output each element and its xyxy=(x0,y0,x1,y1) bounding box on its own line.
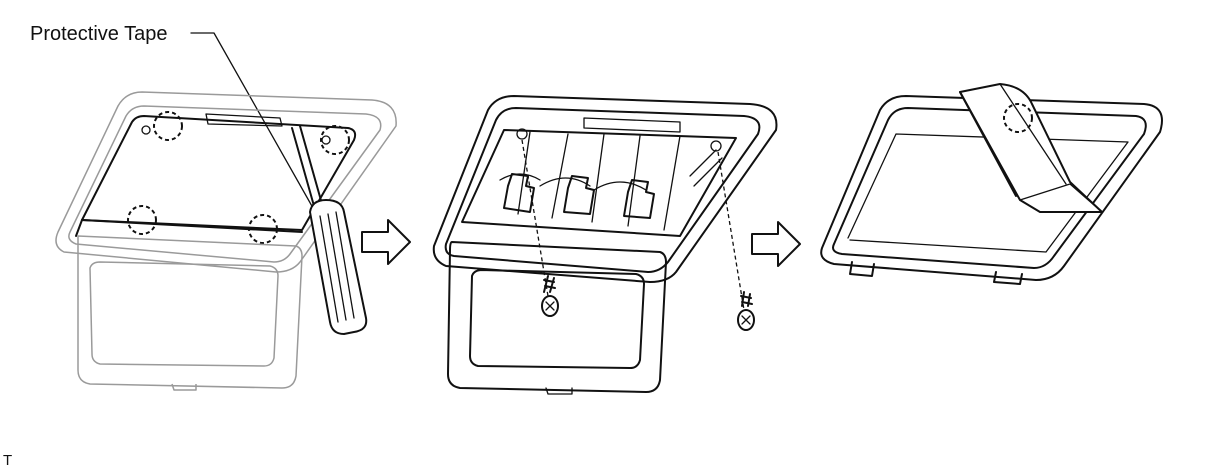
screw-icon-2 xyxy=(737,291,755,331)
clip-marker-2 xyxy=(320,125,350,155)
clip-marker-3 xyxy=(127,205,157,235)
right-arrow-icon xyxy=(361,219,411,265)
clip-marker-5 xyxy=(1003,103,1033,133)
clip-marker-4 xyxy=(248,214,278,244)
protective-tape-label: Protective Tape xyxy=(30,23,168,45)
step-3-bezel xyxy=(820,83,1163,285)
screw-icon xyxy=(541,275,559,317)
step-2-console xyxy=(432,95,778,395)
clip-marker-1 xyxy=(153,111,183,141)
step-1-console xyxy=(55,91,397,391)
protective-tape-leader-line xyxy=(190,32,331,239)
right-arrow-icon-2 xyxy=(751,221,801,267)
screwdriver-icon xyxy=(291,125,368,335)
corner-code: T xyxy=(3,452,13,469)
